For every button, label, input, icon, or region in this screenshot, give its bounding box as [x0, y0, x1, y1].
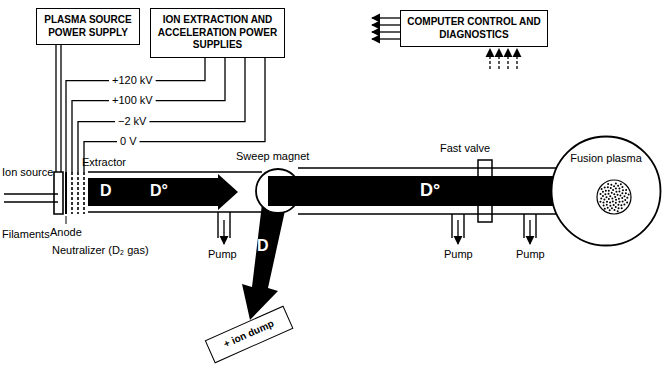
ion-dump-beam [242, 204, 286, 320]
part-label: Pump [208, 248, 237, 261]
beam-symbol: D° [420, 180, 440, 202]
region-label: Fusion plasma [550, 135, 662, 164]
grid [77, 172, 79, 214]
vessel-outline [550, 135, 662, 247]
part-label: Extractor [82, 156, 126, 169]
fast-valve [478, 160, 492, 222]
part-label: Neutralizer (D₂ gas) [52, 244, 149, 257]
voltage-label: +100 kV [112, 94, 153, 107]
control-box: COMPUTER CONTROL AND DIAGNOSTICS [400, 10, 548, 47]
neutral-beam [268, 170, 590, 212]
part-label: Filaments [2, 228, 50, 241]
diagnostic-input-arrow [489, 49, 490, 69]
box-label: PLASMA SOURCE POWER SUPPLY [43, 14, 133, 39]
supply-wire [156, 58, 205, 81]
filament [4, 193, 58, 194]
power-supply-box: ION EXTRACTION AND ACCELERATION POWER SU… [150, 8, 285, 58]
diagnostic-input-arrow [516, 49, 517, 69]
beam-symbol: D [257, 236, 269, 255]
control-output-arrow [372, 38, 400, 39]
voltage-label: −2 kV [118, 115, 146, 128]
grid [71, 172, 73, 214]
pump-arrow [457, 220, 458, 244]
ion-beam [88, 174, 238, 210]
grid [83, 172, 85, 214]
pump-arrow [529, 220, 530, 244]
box-label: + ion dump [214, 314, 285, 355]
box-label: ION EXTRACTION AND ACCELERATION POWER SU… [157, 14, 278, 52]
neutralizer-tube [88, 172, 262, 212]
voltage-label: 0 V [120, 135, 137, 148]
control-output-arrow [372, 24, 400, 25]
part-label: Pump [516, 248, 545, 261]
anode-plate [65, 172, 67, 214]
control-output-arrow [372, 31, 400, 32]
pump-port [452, 214, 536, 238]
vessel-circle: Fusion plasma [550, 135, 662, 247]
diagnostic-input-arrow [498, 49, 499, 69]
supply-wire [149, 58, 245, 122]
supply-wire [55, 45, 56, 172]
filament [4, 201, 58, 202]
supply-wire [140, 58, 265, 142]
voltage-label: +120 kV [112, 74, 153, 87]
part-label: Pump [444, 248, 473, 261]
supply-wire [156, 58, 225, 101]
beam-symbol: D° [150, 181, 168, 200]
part-label: Anode [50, 226, 82, 239]
diagnostic-input-arrow [507, 49, 508, 69]
control-output-arrow [372, 17, 400, 18]
leader-line [66, 216, 67, 224]
part-label: Sweep magnet [236, 150, 309, 163]
part-label: Fast valve [440, 142, 490, 155]
ion-source [54, 172, 63, 214]
part-label: Ion source [2, 166, 53, 179]
pump-arrow [223, 220, 224, 244]
beam-symbol: D [100, 181, 112, 200]
supply-wire [60, 45, 61, 172]
box-label: COMPUTER CONTROL AND DIAGNOSTICS [407, 16, 541, 41]
power-supply-box: PLASMA SOURCE POWER SUPPLY [36, 8, 140, 45]
